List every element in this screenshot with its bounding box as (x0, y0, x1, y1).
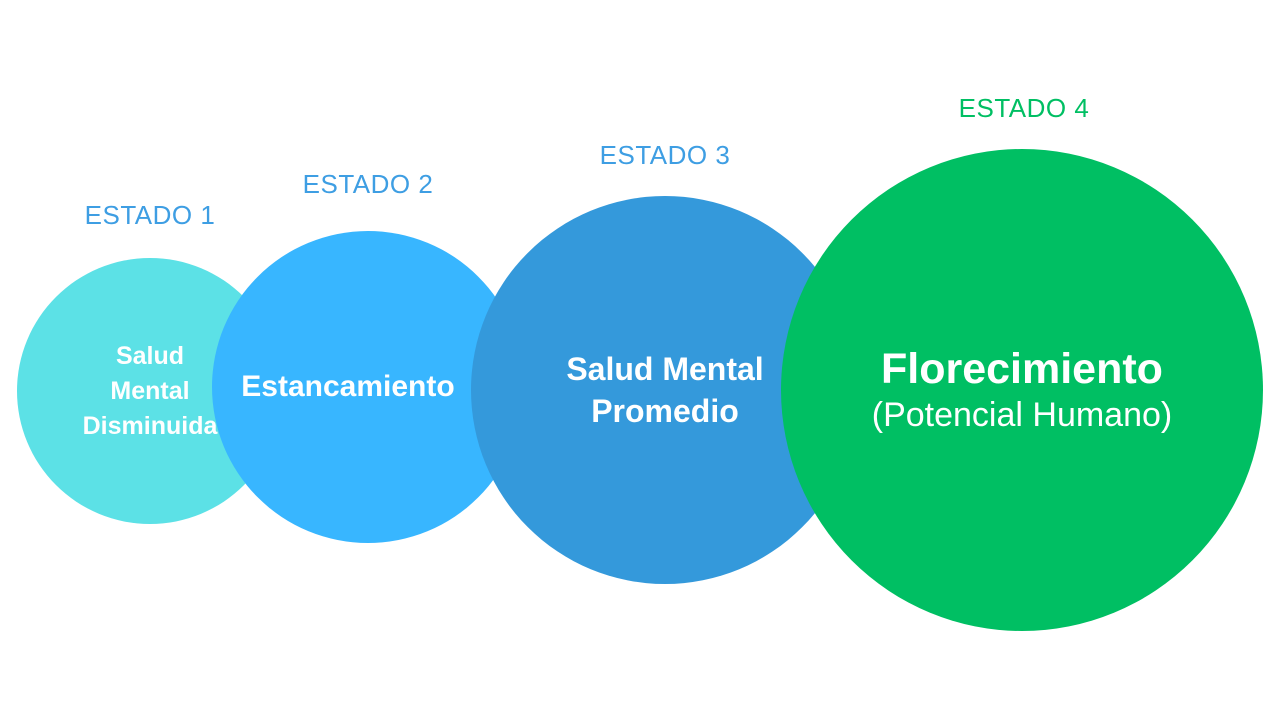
stage-4-estado-label: ESTADO 4 (958, 93, 1090, 123)
stage-1-estado-label: ESTADO 1 (84, 200, 216, 230)
stage-2-estado-label: ESTADO 2 (302, 169, 434, 199)
text-line: Mental (110, 376, 190, 405)
stage-4-title: Florecimiento (881, 345, 1163, 393)
text-line: Promedio (591, 393, 739, 429)
text-line: Salud Mental (566, 351, 764, 387)
text-line: Estancamiento (241, 370, 455, 403)
stage-4-circle-text: Florecimiento (Potencial Humano) (872, 344, 1172, 436)
stage-3-circle-text: Salud Mental Promedio (566, 348, 763, 432)
stage-4-circle: Florecimiento (Potencial Humano) (781, 149, 1263, 631)
stage-4-subtitle: (Potencial Humano) (871, 396, 1173, 434)
stage-3-estado-label: ESTADO 3 (599, 140, 731, 170)
text-line: Salud (115, 341, 185, 370)
stage-1-circle-text: Salud Mental Disminuida (83, 339, 218, 444)
text-line: Disminuida (82, 411, 218, 440)
stage-2-circle-text: Estancamiento (241, 368, 454, 406)
